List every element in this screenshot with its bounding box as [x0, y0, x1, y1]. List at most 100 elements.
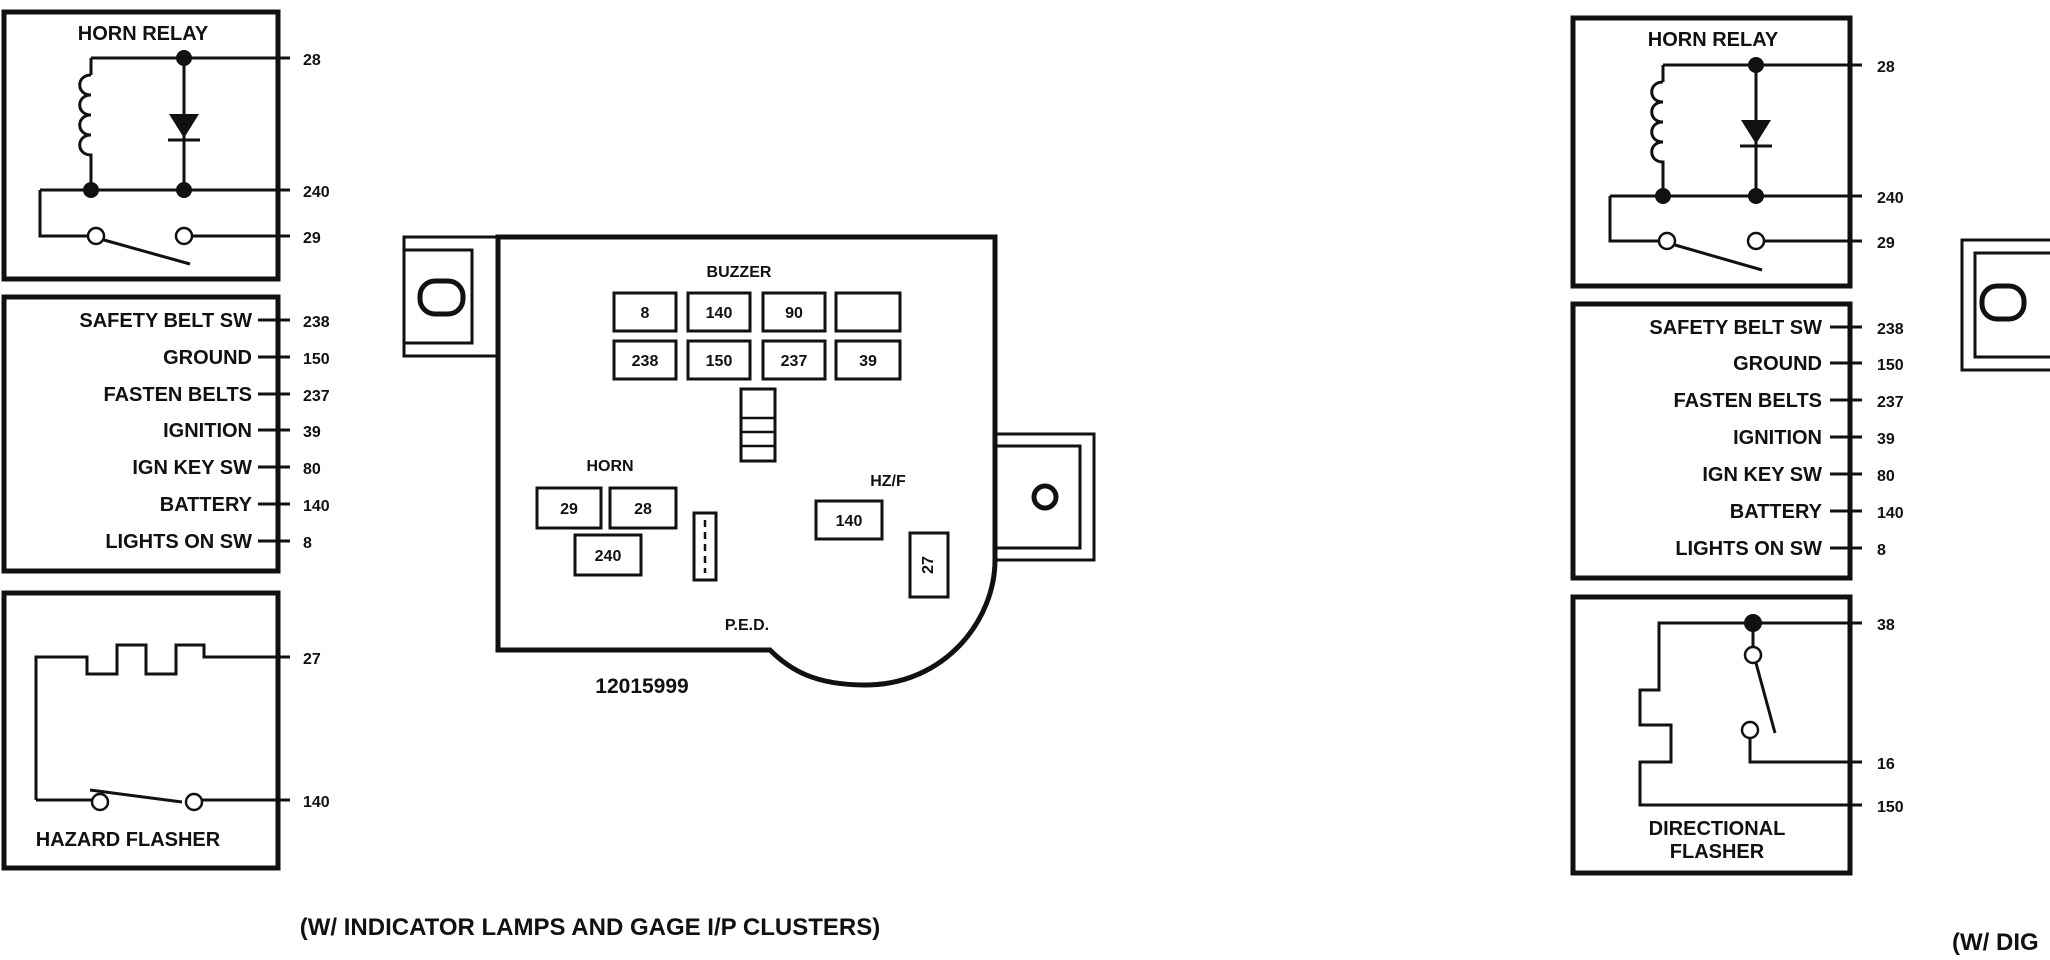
horn-slot [608, 486, 678, 530]
slot-27 [908, 531, 950, 599]
left-conn-label-lights-on-sw: LIGHTS ON SW [105, 531, 252, 553]
right-flasher-element [1638, 621, 1862, 807]
hzf-slot [814, 499, 884, 541]
left-connector: SAFETY BELT SW GROUND FASTEN BELTS IGNIT… [1, 294, 330, 574]
right-flasher-pin-38: 38 [1877, 617, 1895, 634]
right-conn-pin-39: 39 [1877, 431, 1895, 448]
left-relay-pin-240: 240 [303, 184, 330, 201]
right-flasher-pin-150: 150 [1877, 799, 1904, 816]
left-conn-pin-80: 80 [303, 461, 321, 478]
buzzer-slot [834, 291, 902, 333]
left-flasher-pin-27: 27 [303, 651, 321, 668]
hzf-slot-label: 140 [836, 513, 863, 530]
left-horn-relay: HORN RELAY 28 240 29 [1, 9, 330, 282]
right-connector-frame [1570, 301, 1853, 581]
right-horn-relay: HORN RELAY 28 240 29 [1570, 15, 1904, 289]
left-flasher-pin-140: 140 [303, 794, 330, 811]
left-horn-relay-title: HORN RELAY [78, 23, 209, 45]
buzzer-slot-label: 90 [785, 305, 803, 322]
right-flasher-switch-arm [1754, 662, 1777, 734]
left-conn-label-ignition: IGNITION [163, 420, 252, 442]
fuse-block-right-tab [996, 432, 1096, 562]
left-hazard-flasher: HAZARD FLASHER 27 140 [1, 590, 330, 871]
fuse-block: BUZZER 8 140 90 238 150 237 39 HORN 29 2… [402, 234, 1096, 698]
left-hazard-flasher-frame [1, 590, 281, 871]
buzzer-slot [761, 291, 827, 333]
buzzer-slot-label: 238 [632, 353, 659, 370]
right-relay-pin-240: 240 [1877, 190, 1904, 207]
right-conn-pin-150: 150 [1877, 357, 1904, 374]
left-conn-label-fasten-belts: FASTEN BELTS [103, 384, 252, 406]
buzzer-slot-label: 8 [641, 305, 650, 322]
right-conn-pin-8: 8 [1877, 542, 1886, 559]
right-relay-pin-28: 28 [1877, 59, 1895, 76]
right-connector: SAFETY BELT SW GROUND FASTEN BELTS IGNIT… [1570, 301, 1904, 581]
right-conn-label-ground: GROUND [1733, 353, 1822, 375]
left-flasher-switch-arm [89, 788, 183, 804]
buzzer-slot-label: 39 [859, 353, 877, 370]
right-conn-pin-140: 140 [1877, 505, 1904, 522]
right-conn-label-lights-on-sw: LIGHTS ON SW [1675, 538, 1822, 560]
buzzer-slot-label: 140 [706, 305, 733, 322]
right-conn-label-battery: BATTERY [1730, 501, 1823, 523]
right-conn-label-fasten-belts: FASTEN BELTS [1673, 390, 1822, 412]
buzzer-label: BUZZER [707, 264, 772, 281]
horn-slot-label: 29 [560, 501, 578, 518]
horn-slot-label: 240 [595, 548, 622, 565]
left-relay-pin-29: 29 [303, 230, 321, 247]
right-relay-coil [1650, 63, 1756, 196]
left-horn-relay-frame [1, 9, 281, 282]
right-partial-block [1960, 238, 2050, 372]
right-conn-label-safety-belt-sw: SAFETY BELT SW [1649, 317, 1822, 339]
left-conn-pin-150: 150 [303, 351, 330, 368]
right-conn-pin-80: 80 [1877, 468, 1895, 485]
right-flasher-title-line2: FLASHER [1670, 841, 1765, 863]
left-caption: (W/ INDICATOR LAMPS AND GAGE I/P CLUSTER… [300, 914, 880, 941]
buzzer-slot [761, 339, 827, 381]
horn-slot [535, 486, 603, 530]
horn-slot [573, 533, 643, 577]
fuse-holder [739, 387, 777, 463]
slot-27-label: 27 [920, 556, 937, 574]
hzf-label: HZ/F [870, 473, 906, 490]
ped-label: P.E.D. [725, 617, 769, 634]
right-conn-pin-238: 238 [1877, 321, 1904, 338]
right-conn-label-ign-key-sw: IGN KEY SW [1702, 464, 1822, 486]
right-relay-diode-icon [1741, 120, 1771, 144]
horn-slot-label: 28 [634, 501, 652, 518]
right-relay-pin-29: 29 [1877, 235, 1895, 252]
left-conn-pin-237: 237 [303, 388, 330, 405]
right-horn-relay-frame [1570, 15, 1853, 289]
left-conn-label-battery: BATTERY [160, 494, 253, 516]
right-flasher-title-line1: DIRECTIONAL [1649, 818, 1786, 840]
left-relay-diode-icon [169, 114, 199, 138]
right-flasher-pin-16: 16 [1877, 756, 1895, 773]
buzzer-slot [612, 339, 678, 381]
part-number: 12015999 [595, 675, 688, 698]
fuse-block-left-tab [402, 235, 498, 358]
left-conn-pin-8: 8 [303, 535, 312, 552]
left-connector-frame [1, 294, 281, 574]
right-conn-label-ignition: IGNITION [1733, 427, 1822, 449]
right-caption-partial: (W/ DIG [1952, 929, 2039, 956]
buzzer-slot [834, 339, 902, 381]
left-hazard-flasher-title: HAZARD FLASHER [36, 829, 221, 851]
left-conn-pin-238: 238 [303, 314, 330, 331]
buzzer-slot [686, 339, 752, 381]
buzzer-slot [686, 291, 752, 333]
left-relay-switch-arm [103, 238, 191, 266]
left-conn-pin-39: 39 [303, 424, 321, 441]
right-horn-relay-title: HORN RELAY [1648, 29, 1779, 51]
right-relay-switch-arm [1674, 243, 1763, 272]
buzzer-slot-label: 237 [781, 353, 808, 370]
right-directional-flasher: DIRECTIONAL FLASHER 38 16 150 [1570, 594, 1904, 876]
left-conn-label-ign-key-sw: IGN KEY SW [132, 457, 252, 479]
horn-label: HORN [586, 458, 633, 475]
left-relay-pin-28: 28 [303, 52, 321, 69]
left-conn-label-ground: GROUND [163, 347, 252, 369]
left-conn-pin-140: 140 [303, 498, 330, 515]
right-directional-flasher-frame [1570, 594, 1853, 876]
right-conn-pin-237: 237 [1877, 394, 1904, 411]
buzzer-slot [612, 291, 678, 333]
